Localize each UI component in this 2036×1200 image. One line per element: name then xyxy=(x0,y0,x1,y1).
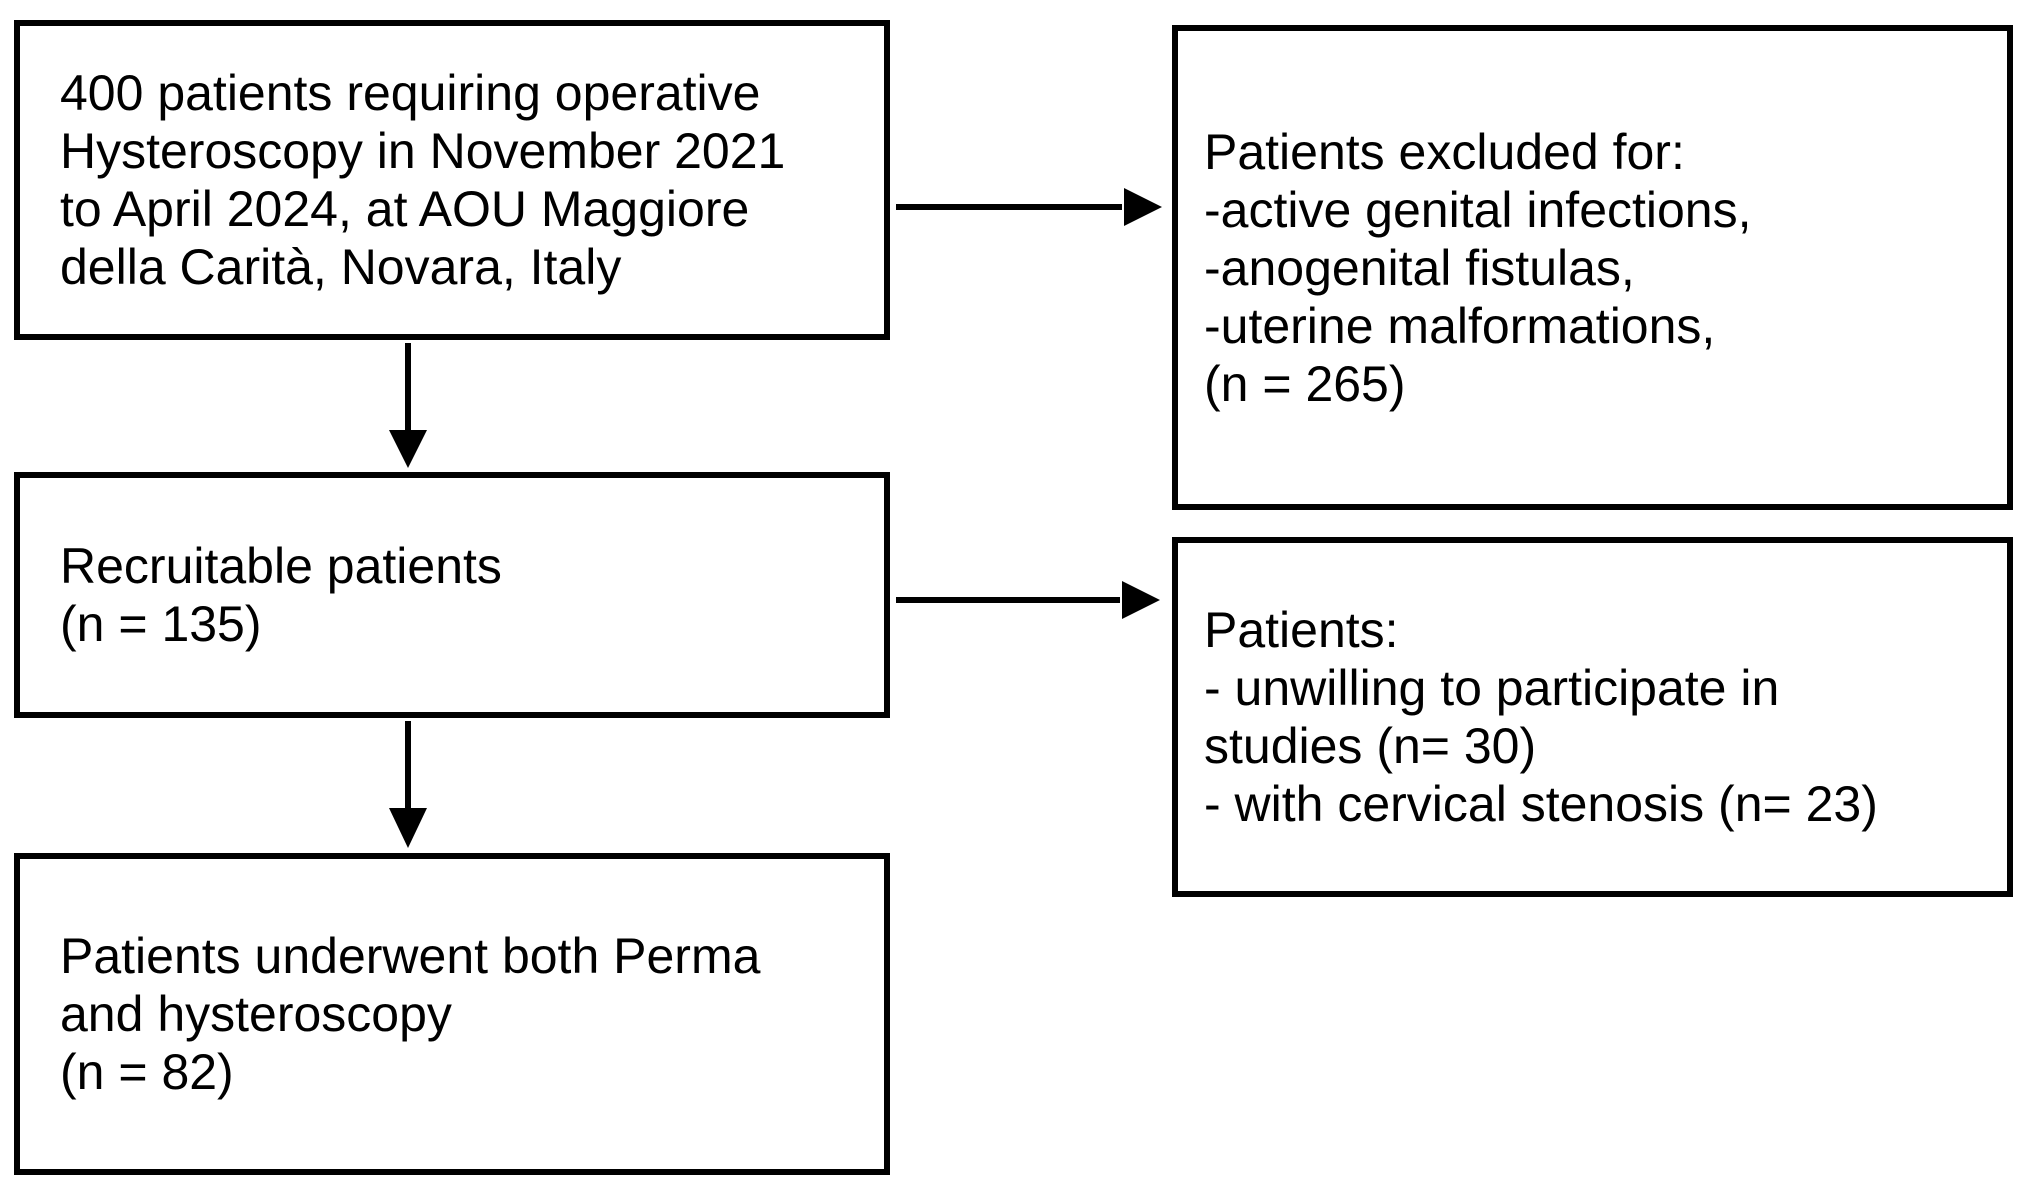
box-final-cohort: Patients underwent both Perma and hyster… xyxy=(14,853,890,1175)
box-text-line: Hysteroscopy in November 2021 xyxy=(60,123,786,179)
box-text-line: - with cervical stenosis (n= 23) xyxy=(1204,776,1878,832)
arrow-recruitable-to-completed xyxy=(389,721,427,848)
box-text-line: (n = 135) xyxy=(60,596,262,652)
arrow-source-to-excluded xyxy=(896,188,1162,226)
arrow-recruitable-to-declined xyxy=(896,581,1160,619)
box-text-line: (n = 265) xyxy=(1204,355,1406,412)
box-text-line: - unwilling to participate in xyxy=(1204,660,1780,716)
box-text-line: and hysteroscopy xyxy=(60,986,452,1042)
box-text-line: studies (n= 30) xyxy=(1204,718,1537,774)
box-text-line: Patients excluded for: xyxy=(1204,123,1685,180)
box-text-line: -active genital infections, xyxy=(1204,181,1752,238)
box-text-line: Recruitable patients xyxy=(60,538,502,594)
box-study-population: 400 patients requiring operative Hystero… xyxy=(14,20,890,340)
box-nonparticipating-patients: Patients: - unwilling to participate in … xyxy=(1172,537,2013,897)
box-text-line: Patients: xyxy=(1204,602,1399,658)
box-text-line: (n = 82) xyxy=(60,1044,234,1100)
box-excluded-patients: Patients excluded for: -active genital i… xyxy=(1172,25,2013,510)
box-text-line: -uterine malformations, xyxy=(1204,297,1716,354)
box-recruitable-patients: Recruitable patients (n = 135) xyxy=(14,472,890,718)
box-text-line: -anogenital fistulas, xyxy=(1204,239,1635,296)
arrow-source-to-recruitable xyxy=(389,343,427,468)
box-text-line: to April 2024, at AOU Maggiore xyxy=(60,181,750,237)
box-text-line: Patients underwent both Perma xyxy=(60,928,761,984)
box-text-line: della Carità, Novara, Italy xyxy=(60,239,622,295)
box-text-line: 400 patients requiring operative xyxy=(60,65,761,121)
